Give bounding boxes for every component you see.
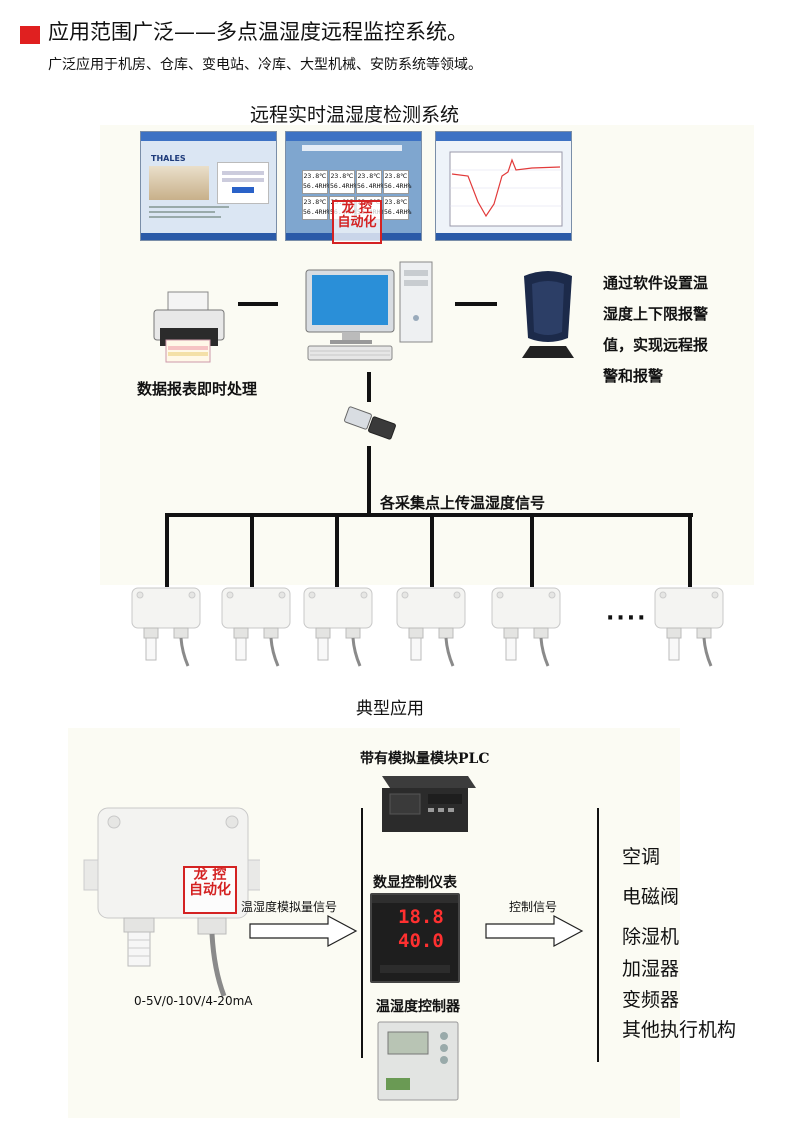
stamp2-line1: 龙 控 xyxy=(193,867,227,883)
drop-line xyxy=(250,515,254,587)
reading-humidity: 56.4RH% xyxy=(330,182,358,190)
alarm-line-4: 警和报警 xyxy=(603,367,664,385)
sensor-module-icon xyxy=(491,587,561,667)
drop-line xyxy=(335,515,339,587)
output-item: 电磁阀 xyxy=(622,886,680,908)
drop-line xyxy=(530,515,534,587)
login-form xyxy=(217,162,269,204)
bus-label: 各采集点上传温湿度信号 xyxy=(380,494,546,512)
sensor-module-icon xyxy=(221,587,291,667)
reading-humidity: 56.4RH% xyxy=(357,182,385,190)
printer-link-line xyxy=(238,302,278,306)
alarm-icon xyxy=(522,271,574,358)
trunk-line xyxy=(367,446,371,516)
plc-label: 带有模拟量模块PLC xyxy=(360,751,490,767)
reading-temp: 23.8℃ xyxy=(330,172,354,180)
trend-screenshot xyxy=(435,131,572,241)
alarm-line-1: 通过软件设置温 xyxy=(603,274,709,292)
reading-cell: 23.8℃ 56.4RH% xyxy=(302,170,331,194)
sensor-module-icon xyxy=(303,587,373,667)
meter-pv: 18.8 xyxy=(398,906,444,928)
page-title: 应用范围广泛——多点温湿度远程监控系统。 xyxy=(48,20,468,44)
stamp2-line2: 自动化 xyxy=(189,882,231,899)
stamp-line2: 自动化 xyxy=(337,215,377,231)
header-accent-square xyxy=(20,26,40,44)
drop-line xyxy=(165,515,169,587)
output-item: 变频器 xyxy=(622,989,680,1011)
controller-icon xyxy=(377,1021,459,1101)
plc-icon xyxy=(382,776,476,832)
meter-sv: 40.0 xyxy=(398,930,444,952)
login-screenshot: THALES xyxy=(140,131,277,241)
output-item: 其他执行机构 xyxy=(622,1019,737,1041)
analog-signal-label: 温湿度模拟量信号 xyxy=(241,900,338,914)
reading-cell: 23.8℃ 56.4RH% xyxy=(329,170,358,194)
printer-icon xyxy=(153,291,225,363)
reading-humidity: 56.4RH% xyxy=(303,182,331,190)
login-photo xyxy=(149,166,209,200)
meter-label: 数显控制仪表 xyxy=(373,875,457,891)
alarm-line-3: 值，实现远程报 xyxy=(603,336,709,354)
sensor-output-range: 0-5V/0-10V/4-20mA xyxy=(134,994,253,1008)
reading-temp: 23.8℃ xyxy=(303,198,327,206)
login-logo: THALES xyxy=(151,154,186,163)
printer-label: 数据报表即时处理 xyxy=(137,380,258,398)
output-item: 加湿器 xyxy=(622,958,680,980)
reading-cell: 23.8℃ 56.4RH% xyxy=(383,196,412,220)
bus-line xyxy=(165,513,693,517)
monitoring-title: 远程实时温湿度检测系统 xyxy=(250,104,460,126)
typical-title: 典型应用 xyxy=(356,699,424,719)
device-bracket xyxy=(361,808,363,1058)
reading-cell: 23.8℃ 56.4RH% xyxy=(383,170,412,194)
reading-temp: 23.8℃ xyxy=(384,198,408,206)
pc-converter-line xyxy=(367,372,371,402)
page-subtitle: 广泛应用于机房、仓库、变电站、冷库、大型机械、安防系统等领域。 xyxy=(48,57,482,73)
output-bracket xyxy=(597,808,599,1062)
drop-line xyxy=(688,515,692,587)
trend-graph xyxy=(449,151,563,227)
output-item: 除湿机 xyxy=(622,926,680,948)
reading-temp: 23.8℃ xyxy=(357,172,381,180)
reading-cell: 23.8℃ 56.4RH% xyxy=(302,196,331,220)
sensor-module-icon xyxy=(654,587,724,667)
reading-humidity: 56.4RH% xyxy=(303,208,331,216)
output-item: 空调 xyxy=(622,846,661,868)
control-signal-label: 控制信号 xyxy=(509,900,558,914)
stamp-line1: 龙 控 xyxy=(341,201,373,216)
reading-humidity: 56.4RH% xyxy=(384,208,412,216)
analog-signal-arrow xyxy=(249,914,358,948)
reading-temp: 23.8℃ xyxy=(384,172,408,180)
sensor-module-icon xyxy=(131,587,201,667)
alarm-description: 通过软件设置温 湿度上下限报警 值，实现远程报 警和报警 xyxy=(603,268,708,392)
sensor-module-icon xyxy=(396,587,466,667)
converter-icon xyxy=(344,406,396,440)
reading-humidity: 56.4RH% xyxy=(384,182,412,190)
reading-temp: 23.8℃ xyxy=(303,172,327,180)
alarm-line-2: 湿度上下限报警 xyxy=(603,305,709,323)
brand-stamp-2: 龙 控 自动化 xyxy=(183,866,237,914)
control-signal-arrow xyxy=(485,914,584,948)
brand-stamp: 龙 控 自动化 xyxy=(332,200,382,244)
computer-icon xyxy=(305,261,433,361)
alarm-link-line xyxy=(455,302,497,306)
drop-line xyxy=(430,515,434,587)
more-ellipsis: ···· xyxy=(606,606,648,631)
meter-icon: 18.8 40.0 xyxy=(370,893,460,983)
controller-label: 温湿度控制器 xyxy=(376,999,460,1015)
reading-cell: 23.8℃ 56.4RH% xyxy=(356,170,385,194)
